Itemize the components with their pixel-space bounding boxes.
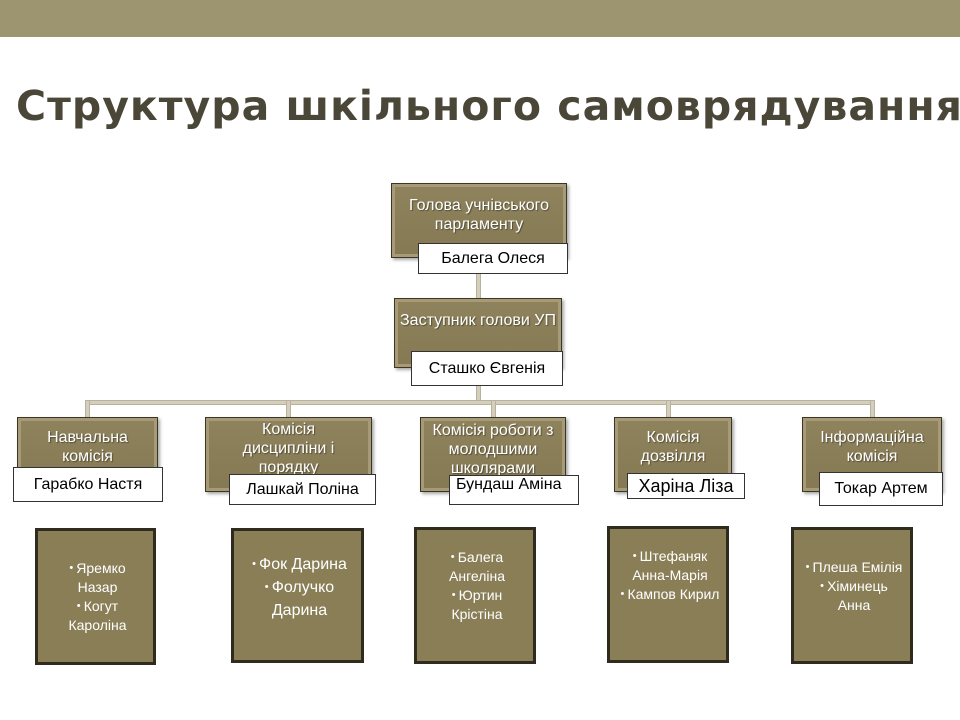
- deputy-name: Сташко Євгенія: [411, 351, 563, 386]
- connector: [491, 400, 496, 418]
- member: Юртин Крістіна: [427, 586, 527, 624]
- header-band: [0, 0, 960, 37]
- member: Кампов Кирил: [620, 585, 720, 604]
- page-title: Структура шкільного самоврядування: [16, 82, 960, 130]
- member: Балега Ангеліна: [427, 548, 527, 586]
- head-name: Балега Олеся: [418, 243, 568, 274]
- commission-head-name: Лашкай Поліна: [229, 474, 376, 505]
- member: Яремко Назар: [48, 559, 147, 597]
- connector: [85, 400, 875, 405]
- connector: [870, 400, 875, 418]
- commission-head-name: Гарабко Настя: [13, 467, 163, 502]
- member: Когут Кароліна: [48, 597, 147, 635]
- commission-head-name: Харіна Ліза: [627, 473, 745, 499]
- members-box: Яремко НазарКогут Кароліна: [35, 528, 156, 665]
- commission-head-name: Токар Артем: [819, 472, 943, 506]
- connector: [666, 400, 671, 418]
- members-box: Плеша ЕміліяХіминець Анна: [791, 527, 913, 664]
- member: Хіминець Анна: [804, 577, 904, 615]
- members-box: Балега АнгелінаЮртин Крістіна: [414, 527, 536, 664]
- members-box: Штефаняк Анна-МаріяКампов Кирил: [607, 526, 729, 663]
- members-box: Фок ДаринаФолучко Дарина: [231, 528, 364, 663]
- member: Фолучко Дарина: [244, 576, 355, 622]
- member: Штефаняк Анна-Марія: [620, 547, 720, 585]
- member: Фок Дарина: [244, 553, 355, 576]
- member: Плеша Емілія: [804, 558, 904, 577]
- commission-head-name: Бундаш Аміна: [449, 475, 579, 505]
- connector: [85, 400, 90, 418]
- connector: [286, 400, 291, 418]
- commission-node[interactable]: Комісія роботи з молодшими школярами: [420, 417, 566, 492]
